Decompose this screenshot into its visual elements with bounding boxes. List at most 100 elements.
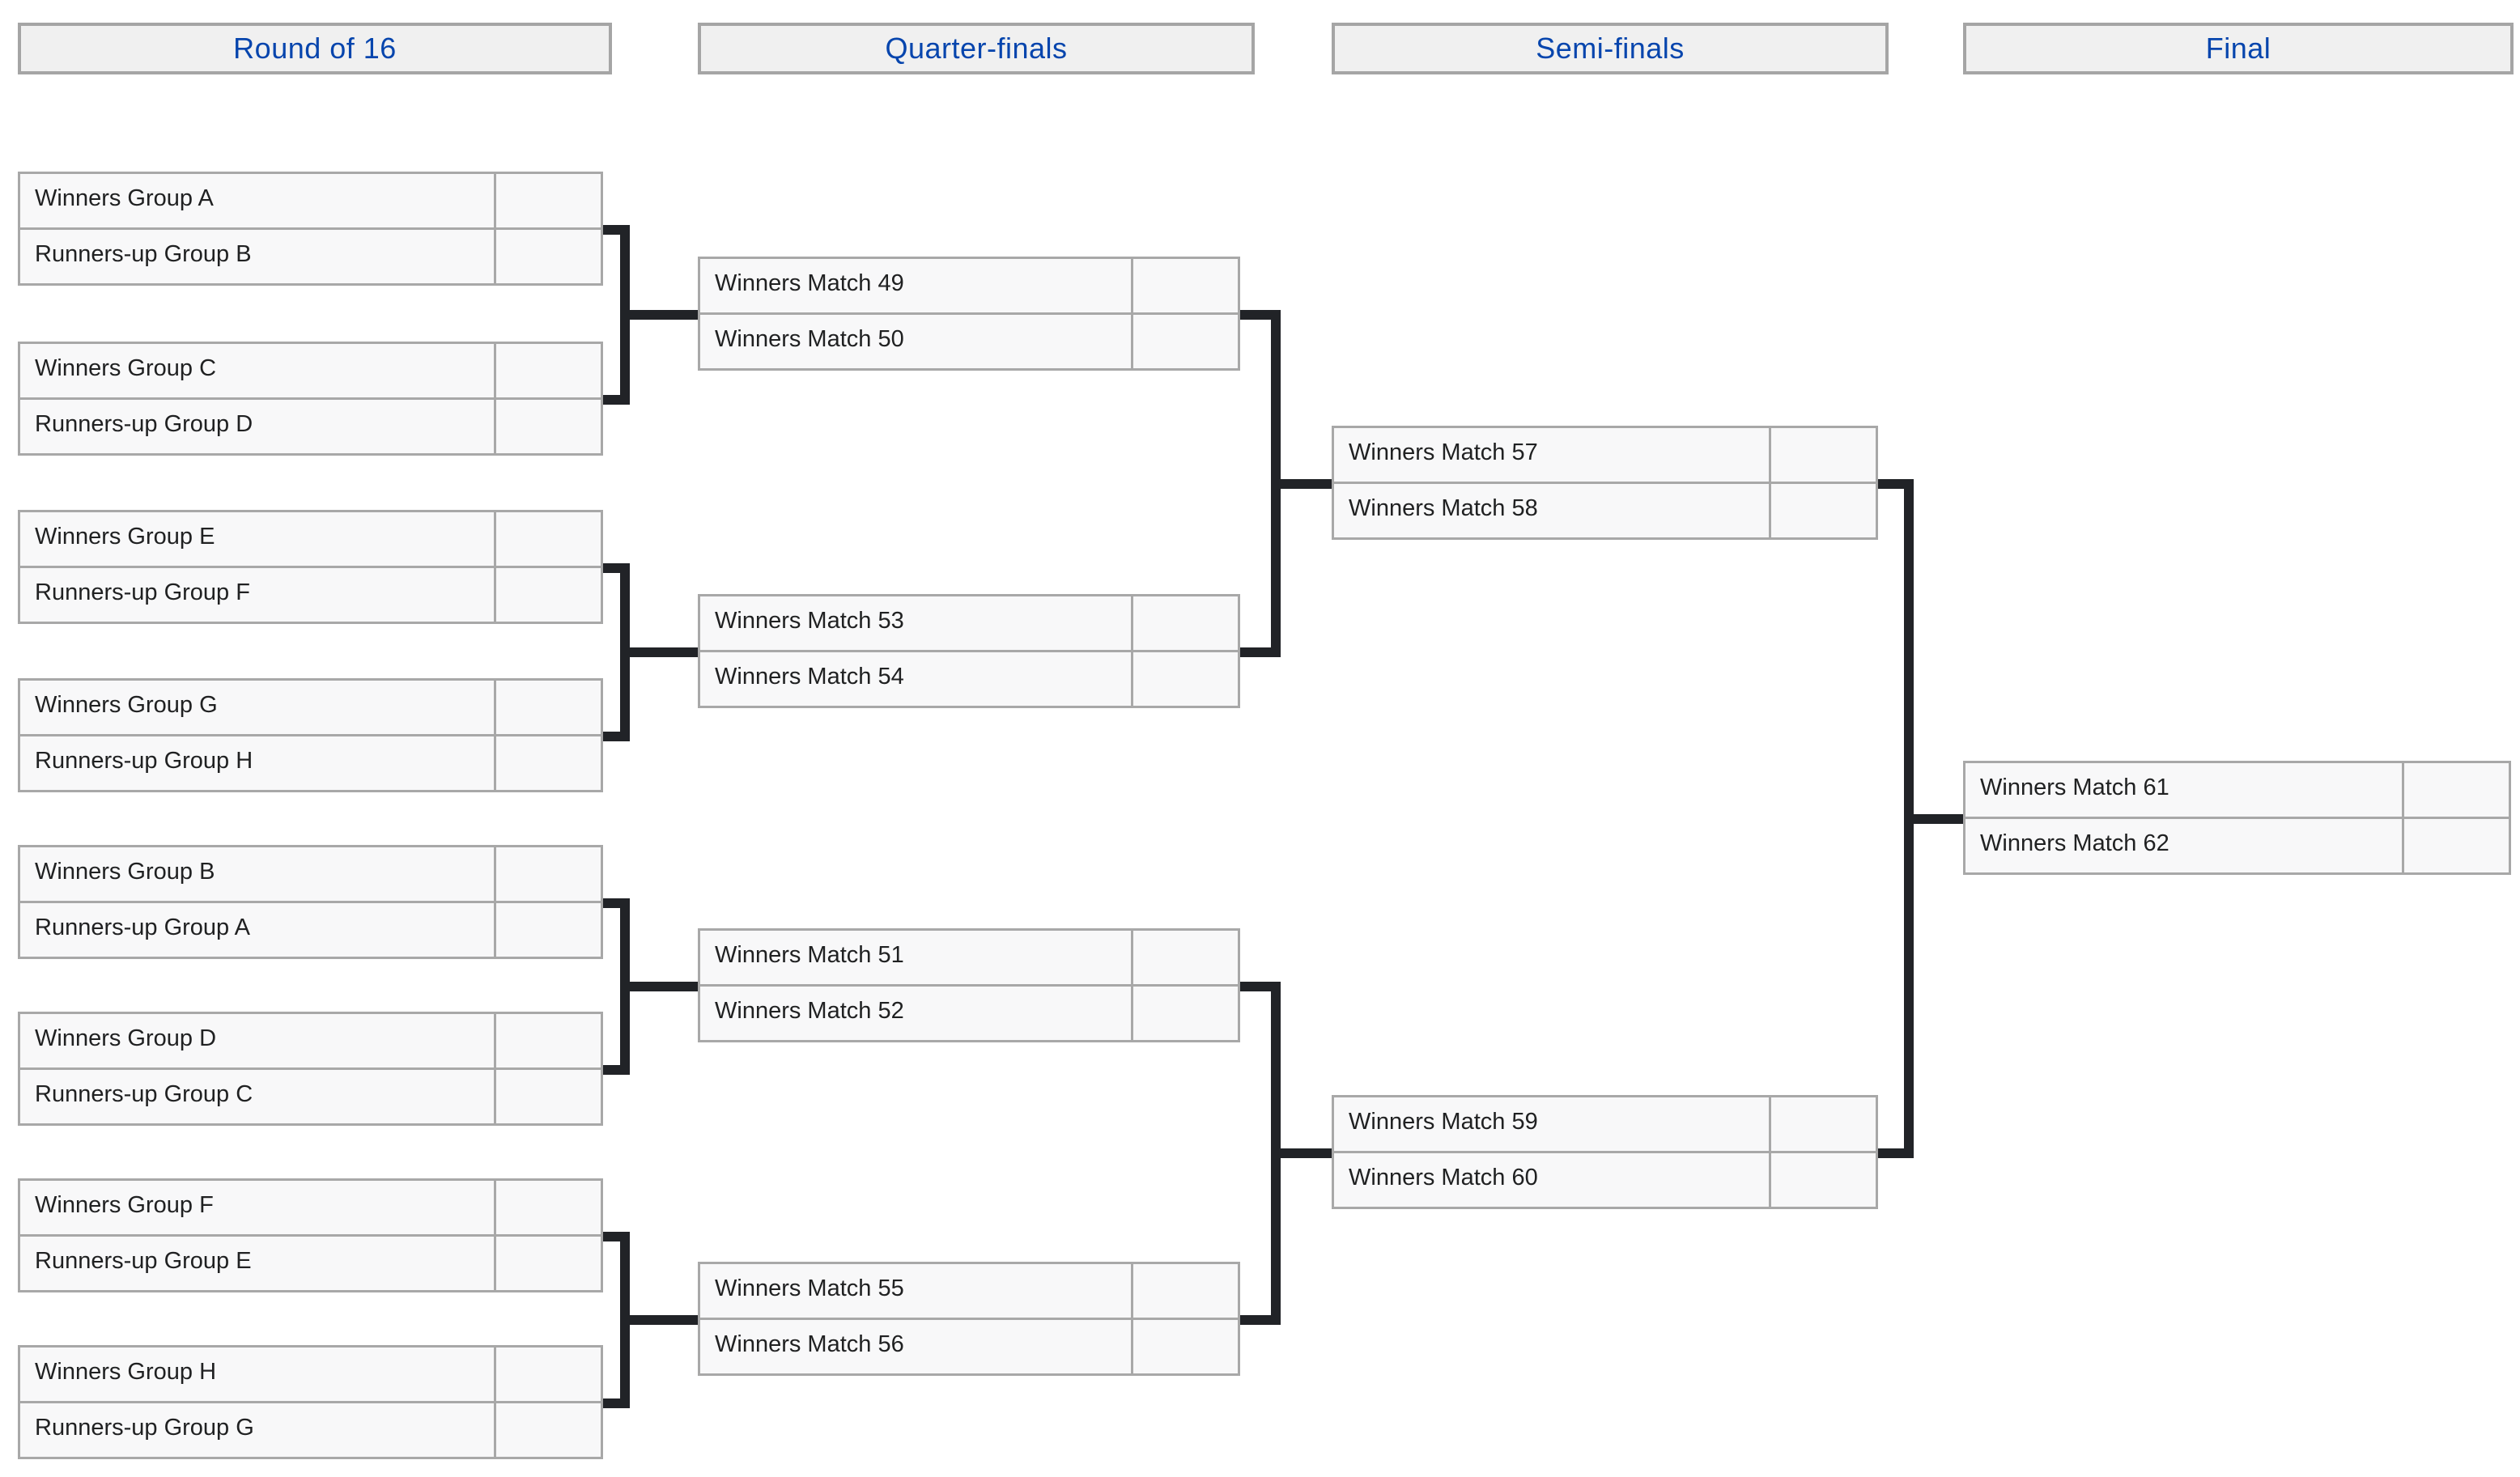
score-cell xyxy=(1131,987,1238,1040)
bracket-connector xyxy=(630,647,698,657)
score-cell xyxy=(494,568,601,622)
bracket-connector xyxy=(620,1232,630,1408)
match-r16-2: Winners Group C Runners-up Group D xyxy=(18,342,603,456)
match-row: Runners-up Group F xyxy=(18,566,603,624)
score-cell xyxy=(1131,596,1238,650)
match-row: Winners Match 61 xyxy=(1963,761,2511,819)
score-cell xyxy=(494,1070,601,1123)
match-row: Runners-up Group A xyxy=(18,901,603,959)
match-row: Runners-up Group B xyxy=(18,227,603,286)
bracket-connector xyxy=(630,982,698,991)
score-cell xyxy=(494,344,601,397)
match-r16-5: Winners Group B Runners-up Group A xyxy=(18,845,603,959)
match-row: Winners Group E xyxy=(18,510,603,568)
match-r16-7: Winners Group F Runners-up Group E xyxy=(18,1178,603,1292)
team-name: Winners Match 50 xyxy=(715,326,904,352)
team-name: Winners Group F xyxy=(35,1192,214,1218)
bracket-connector xyxy=(1904,479,1914,1158)
bracket-connector xyxy=(620,898,630,1075)
team-name: Winners Group A xyxy=(35,185,214,211)
bracket-connector xyxy=(620,225,630,405)
team-name: Runners-up Group C xyxy=(35,1081,253,1107)
match-row: Winners Match 62 xyxy=(1963,817,2511,875)
score-cell xyxy=(1769,428,1876,482)
round-header-round-of-16[interactable]: Round of 16 xyxy=(18,23,612,74)
bracket-connector xyxy=(630,1315,698,1325)
team-name: Winners Match 54 xyxy=(715,664,904,690)
bracket-connector xyxy=(1271,982,1281,1325)
match-r16-6: Winners Group D Runners-up Group C xyxy=(18,1012,603,1126)
match-sf-1: Winners Match 57 Winners Match 58 xyxy=(1332,426,1878,540)
match-row: Winners Group G xyxy=(18,678,603,736)
match-row: Winners Match 59 xyxy=(1332,1095,1878,1153)
match-row: Winners Group D xyxy=(18,1012,603,1070)
bracket-connector xyxy=(1240,647,1281,657)
match-row: Winners Match 58 xyxy=(1332,482,1878,540)
team-name: Winners Match 49 xyxy=(715,270,904,296)
team-name: Winners Match 52 xyxy=(715,998,904,1024)
team-name: Winners Group D xyxy=(35,1025,217,1051)
team-name: Winners Group C xyxy=(35,355,217,381)
score-cell xyxy=(494,512,601,566)
bracket-connector xyxy=(1240,982,1281,991)
bracket-connector xyxy=(630,310,698,320)
score-cell xyxy=(1131,259,1238,312)
team-name: Runners-up Group B xyxy=(35,241,252,267)
team-name: Winners Match 55 xyxy=(715,1275,904,1301)
match-row: Winners Match 60 xyxy=(1332,1151,1878,1209)
match-qf-3: Winners Match 51 Winners Match 52 xyxy=(698,928,1240,1042)
bracket-connector xyxy=(1281,1148,1332,1158)
team-name: Winners Match 53 xyxy=(715,608,904,634)
bracket-connector xyxy=(1240,310,1281,320)
team-name: Winners Match 51 xyxy=(715,942,904,968)
match-row: Winners Match 55 xyxy=(698,1262,1240,1320)
match-row: Winners Group H xyxy=(18,1345,603,1403)
score-cell xyxy=(494,230,601,283)
bracket-connector xyxy=(1914,814,1963,824)
match-row: Runners-up Group G xyxy=(18,1401,603,1459)
team-name: Winners Match 57 xyxy=(1349,439,1538,465)
match-row: Winners Group F xyxy=(18,1178,603,1237)
team-name: Winners Match 60 xyxy=(1349,1165,1538,1191)
match-row: Winners Match 49 xyxy=(698,257,1240,315)
bracket-connector xyxy=(620,563,630,741)
match-row: Runners-up Group D xyxy=(18,397,603,456)
score-cell xyxy=(494,174,601,227)
score-cell xyxy=(1769,1097,1876,1151)
score-cell xyxy=(1131,931,1238,984)
match-row: Runners-up Group H xyxy=(18,734,603,792)
team-name: Runners-up Group E xyxy=(35,1248,252,1274)
match-row: Winners Match 53 xyxy=(698,594,1240,652)
team-name: Winners Match 62 xyxy=(1980,830,2169,856)
match-row: Winners Group C xyxy=(18,342,603,400)
bracket-connector xyxy=(1271,310,1281,657)
match-r16-1: Winners Group A Runners-up Group B xyxy=(18,172,603,286)
match-row: Winners Match 51 xyxy=(698,928,1240,987)
match-row: Winners Match 56 xyxy=(698,1318,1240,1376)
match-qf-2: Winners Match 53 Winners Match 54 xyxy=(698,594,1240,708)
score-cell xyxy=(1131,315,1238,368)
match-row: Runners-up Group E xyxy=(18,1234,603,1292)
round-header-final[interactable]: Final xyxy=(1963,23,2514,74)
team-name: Winners Match 58 xyxy=(1349,495,1538,521)
match-row: Runners-up Group C xyxy=(18,1067,603,1126)
team-name: Runners-up Group G xyxy=(35,1415,254,1441)
team-name: Runners-up Group H xyxy=(35,748,253,774)
team-name: Winners Match 61 xyxy=(1980,775,2169,800)
match-row: Winners Group B xyxy=(18,845,603,903)
score-cell xyxy=(494,1237,601,1290)
match-r16-3: Winners Group E Runners-up Group F xyxy=(18,510,603,624)
score-cell xyxy=(1131,1264,1238,1318)
team-name: Runners-up Group F xyxy=(35,579,250,605)
score-cell xyxy=(494,736,601,790)
round-header-semi-finals[interactable]: Semi-finals xyxy=(1332,23,1889,74)
match-qf-4: Winners Match 55 Winners Match 56 xyxy=(698,1262,1240,1376)
team-name: Winners Match 56 xyxy=(715,1331,904,1357)
match-final: Winners Match 61 Winners Match 62 xyxy=(1963,761,2511,875)
score-cell xyxy=(494,1403,601,1457)
round-header-quarter-finals[interactable]: Quarter-finals xyxy=(698,23,1255,74)
score-cell xyxy=(494,1014,601,1067)
score-cell xyxy=(2402,763,2509,817)
team-name: Winners Match 59 xyxy=(1349,1109,1538,1135)
